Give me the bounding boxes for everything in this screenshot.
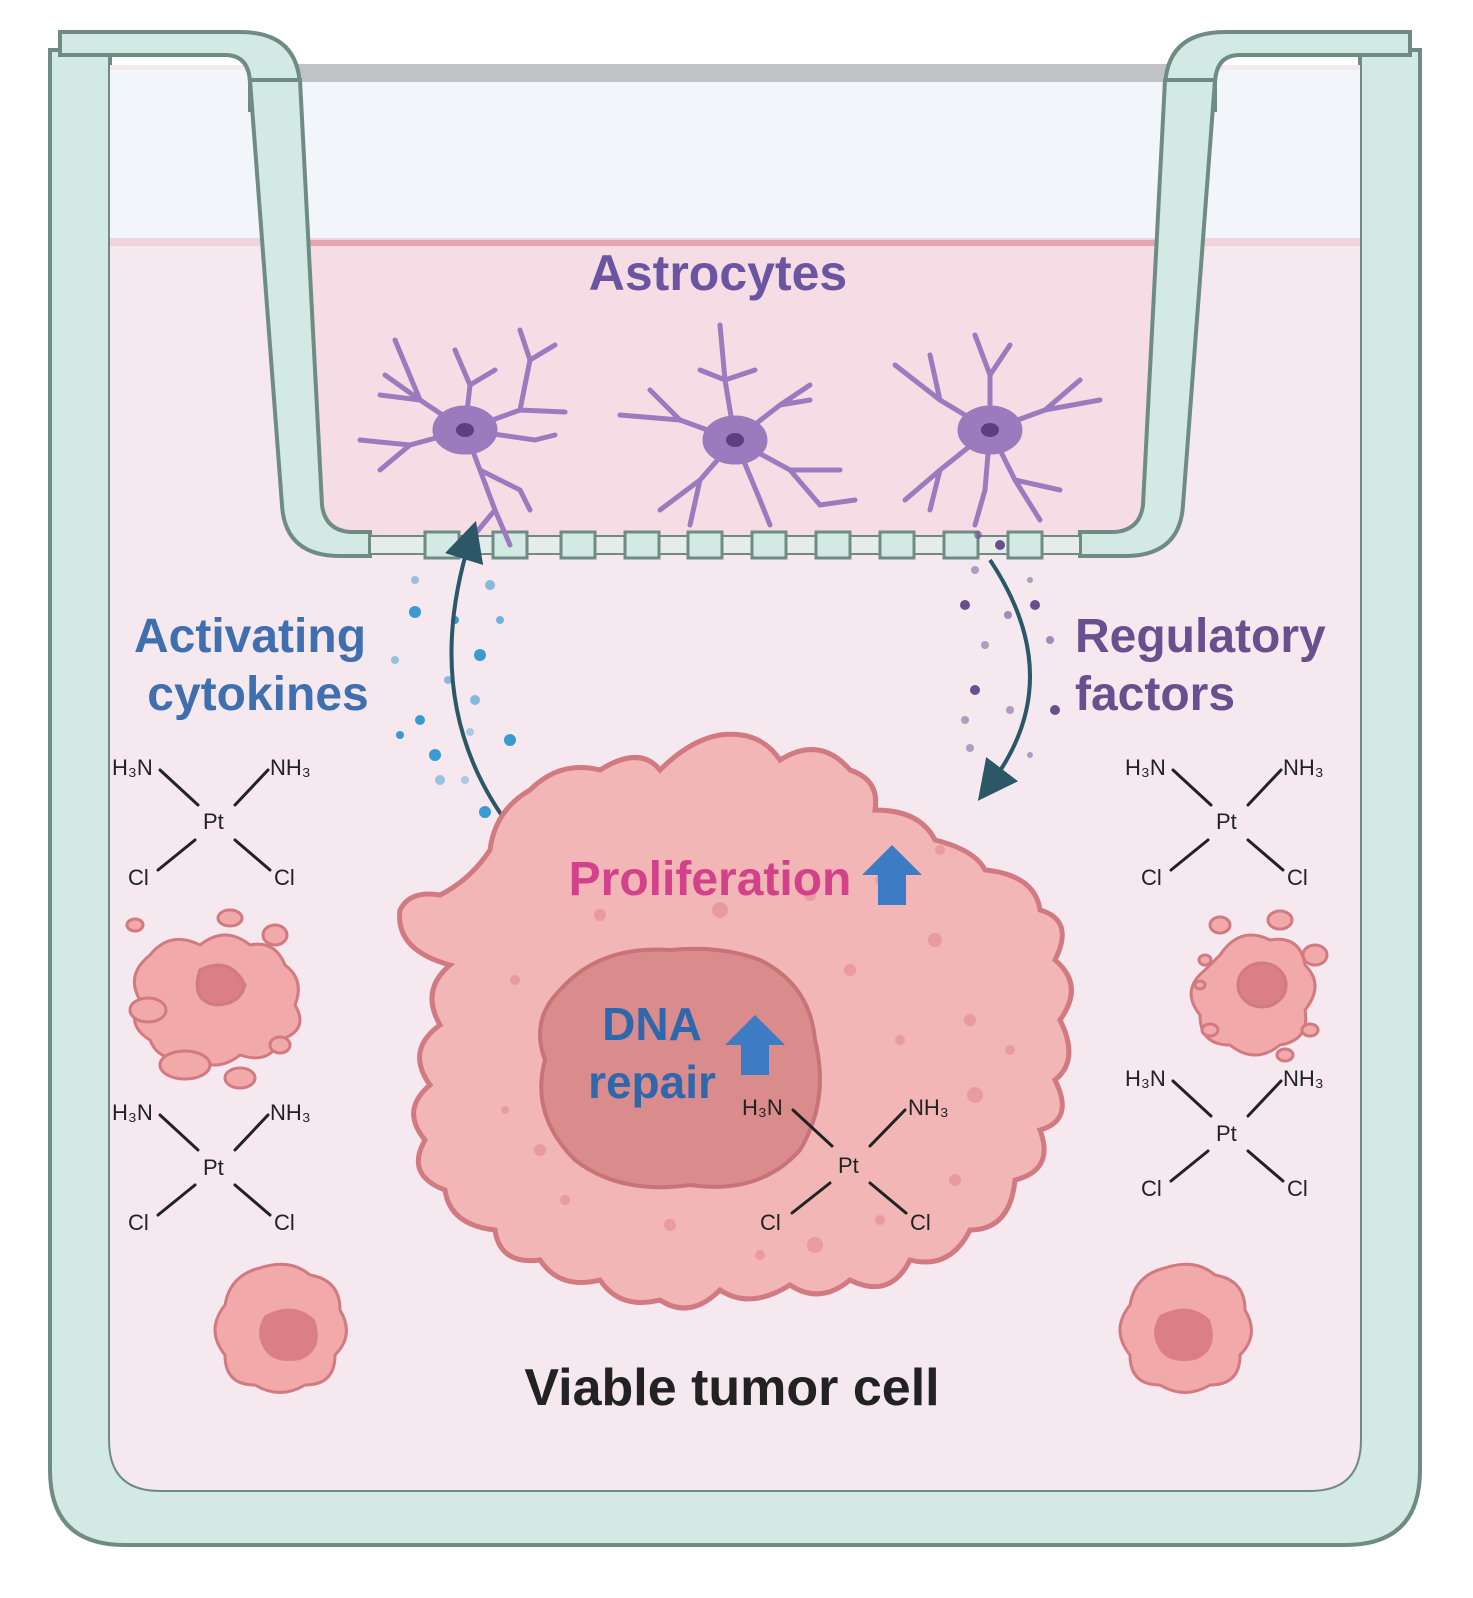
membrane-pores [423,530,1044,560]
cisplatin-h3n: H₃N [1125,1066,1166,1091]
cisplatin-right-bottom: H₃N NH₃ Pt Cl Cl [1125,1066,1324,1201]
astrocytes-label: Astrocytes [589,245,847,301]
cisplatin-pt: Pt [838,1153,859,1178]
cisplatin-cl: Cl [128,1210,149,1235]
cisplatin-nh3: NH₃ [1283,1066,1324,1091]
viable-tumor-cell-label: Viable tumor cell [524,1359,939,1417]
cisplatin-cl: Cl [1287,865,1308,890]
cisplatin-nh3: NH₃ [1283,755,1324,780]
tumor-cell-small-left [213,1262,348,1394]
apoptotic-cell-left [125,908,302,1090]
cisplatin-h3n: H₃N [1125,755,1166,780]
cisplatin-nh3: NH₃ [270,1100,311,1125]
insert-left-wall [247,78,372,558]
regulatory-factors-line2: factors [1075,668,1235,721]
cisplatin-h3n: H₃N [742,1095,783,1120]
activating-cytokine-particles [391,576,516,834]
cisplatin-pt: Pt [203,1155,224,1180]
activating-arrow [444,520,507,822]
cisplatin-cl: Cl [128,865,149,890]
astrocyte-cell-1 [357,327,568,548]
cisplatin-cl: Cl [274,1210,295,1235]
air-gap [110,70,1360,242]
cisplatin-left-bottom: H₃N NH₃ Pt Cl Cl [112,1100,311,1235]
proliferation-up-arrow [862,845,922,905]
cisplatin-in-cell: H₃N NH₃ Pt Cl Cl [742,1095,949,1235]
dna-repair-up-arrow [725,1015,785,1075]
regulatory-arrow [977,558,1032,801]
cisplatin-h3n: H₃N [112,1100,153,1125]
astrocyte-cell-3 [892,332,1103,528]
cisplatin-left-top: H₃N NH₃ Pt Cl Cl [112,755,311,890]
insert-medium-surface [305,240,1165,246]
regulatory-factors-line1: Regulatory [1075,610,1326,663]
cisplatin-cl: Cl [1141,1176,1162,1201]
activating-cytokines-line1: Activating [134,610,366,663]
dna-repair-line1: DNA [602,998,702,1050]
well-lid-rim [290,64,1180,82]
cisplatin-nh3: NH₃ [270,755,311,780]
cisplatin-pt: Pt [1216,1121,1237,1146]
dna-repair-line2: repair [588,1056,716,1108]
apoptotic-cell-right [1189,909,1329,1063]
cisplatin-cl: Cl [760,1210,781,1235]
cisplatin-cl: Cl [1287,1176,1308,1201]
proliferation-label: Proliferation [569,853,852,906]
activating-cytokines-line2: cytokines [147,668,368,721]
cisplatin-pt: Pt [203,809,224,834]
tumor-cell-small-right [1118,1262,1253,1394]
cisplatin-h3n: H₃N [112,755,153,780]
cisplatin-cl: Cl [274,865,295,890]
cisplatin-pt: Pt [1216,809,1237,834]
insert-right-wall [1078,78,1218,558]
regulatory-factor-particles [960,531,1060,758]
cisplatin-right-top: H₃N NH₃ Pt Cl Cl [1125,755,1324,890]
tumor-nucleus [538,946,822,1190]
cisplatin-cl: Cl [1141,865,1162,890]
astrocyte-cell-2 [617,322,858,528]
cisplatin-cl: Cl [910,1210,931,1235]
cisplatin-nh3: NH₃ [908,1095,949,1120]
